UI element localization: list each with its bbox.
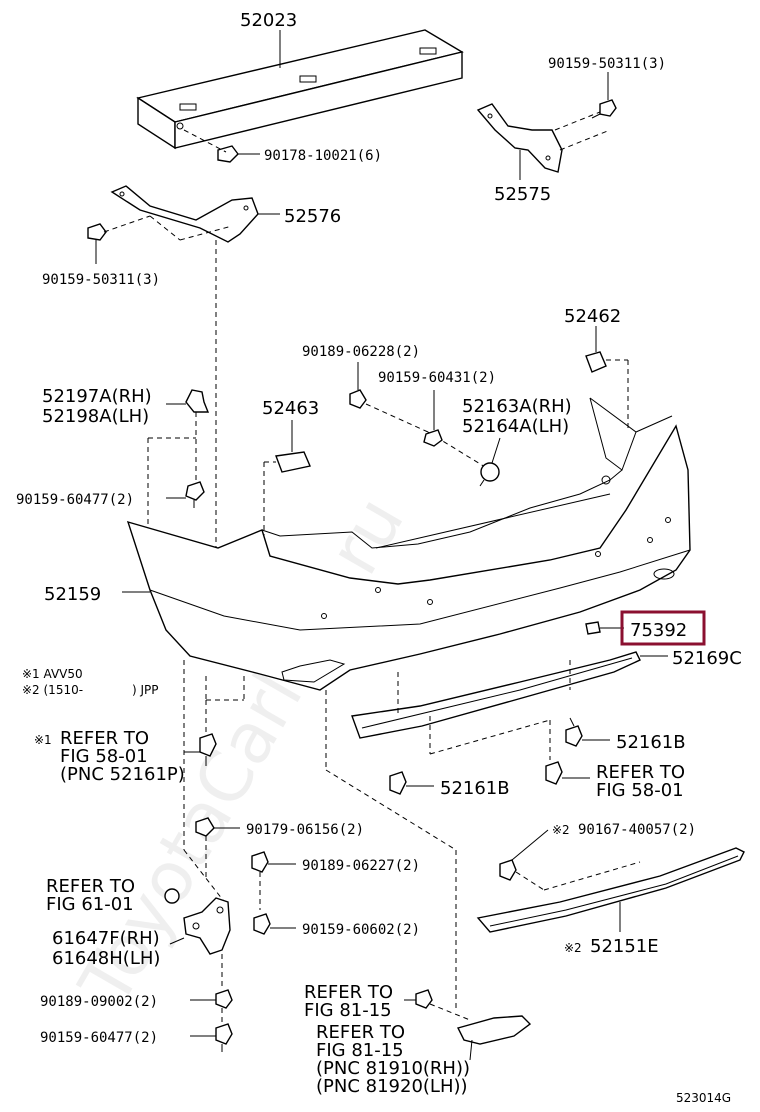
refer-81-15-b-line1: REFER TO	[316, 1022, 405, 1043]
refer-61-01-line2: FIG 61-01	[46, 894, 134, 915]
diagram-code: 523014G	[676, 1091, 731, 1105]
label-52163A: 52163A(RH)	[462, 396, 572, 417]
label-90159-50311-left: 90159-50311(3)	[42, 272, 160, 288]
label-52164A: 52164A(LH)	[462, 416, 569, 437]
clip-90167-40057-icon[interactable]	[499, 859, 517, 881]
clip-refer-58-01-right-icon[interactable]	[545, 761, 563, 785]
nut-90178-icon[interactable]	[217, 145, 239, 163]
label-61647F: 61647F(RH)	[52, 928, 160, 949]
label-52023: 52023	[240, 10, 297, 31]
label-90159-60602: 90159-60602(2)	[302, 922, 420, 938]
refer-81-15-a-line1: REFER TO	[304, 982, 393, 1003]
refer-61-01-line1: REFER TO	[46, 876, 135, 897]
refer-81-15-b-line2: FIG 81-15	[316, 1040, 404, 1061]
clip-52161B-right-icon[interactable]	[565, 717, 583, 747]
bolt-refer-81-15-icon[interactable]	[415, 989, 433, 1009]
note-avv50: ※1 AVV50	[22, 667, 83, 681]
screw-90159-60477-a-icon[interactable]	[185, 481, 205, 508]
label-52151E: 52151E	[590, 936, 659, 957]
label-52169C: 52169C	[672, 648, 742, 669]
clip-90189-06227-icon[interactable]	[251, 851, 269, 873]
label-90179-06156: 90179-06156(2)	[246, 822, 364, 838]
nut-90179-06156-icon[interactable]	[195, 817, 215, 837]
moulding-52169C[interactable]	[351, 651, 641, 739]
garnish-52151E[interactable]	[476, 847, 745, 933]
label-90159-50311-top: 90159-50311(3)	[548, 56, 666, 72]
label-52198A: 52198A(LH)	[42, 406, 149, 427]
clip-52161P-icon[interactable]	[199, 733, 217, 766]
screw-90159-60477-b-icon[interactable]	[215, 1023, 233, 1052]
label-52462: 52462	[564, 306, 621, 327]
label-90159-60477-b: 90159-60477(2)	[40, 1030, 158, 1046]
refer-58-01-left-line2: FIG 58-01	[60, 746, 148, 767]
reflector-81910[interactable]	[456, 1015, 532, 1045]
bracket-52197A-icon[interactable]	[185, 389, 210, 413]
clip-90189-06228-icon[interactable]	[349, 389, 367, 409]
label-90178-10021: 90178-10021(6)	[264, 148, 382, 164]
bolt-90159-50311-left-icon[interactable]	[87, 223, 107, 241]
clip-52161B-mid-icon[interactable]	[389, 771, 407, 795]
label-61648H: 61648H(LH)	[52, 948, 160, 969]
retainer-52163A-icon[interactable]	[479, 462, 500, 487]
label-90159-60477-a: 90159-60477(2)	[16, 492, 134, 508]
screw-90159-60431-icon[interactable]	[423, 429, 443, 447]
label-52159: 52159	[44, 584, 101, 605]
label-52576: 52576	[284, 206, 341, 227]
label-52463: 52463	[262, 398, 319, 419]
bracket-61647F[interactable]	[183, 897, 231, 955]
bumper-cover-52159[interactable]	[126, 397, 691, 691]
refer-58-01-left-line3: (PNC 52161P)	[60, 764, 185, 785]
note-jpp-suffix: ) JPP	[132, 683, 159, 697]
refer-58-01-right-line1: REFER TO	[596, 762, 685, 783]
label-52161B-right: 52161B	[616, 732, 686, 753]
label-90189-06227: 90189-06227(2)	[302, 858, 420, 874]
label-52161B-mid: 52161B	[440, 778, 510, 799]
label-75392: 75392	[630, 620, 687, 641]
label-90189-09002: 90189-09002(2)	[40, 994, 158, 1010]
refer-81-15-b-line3: (PNC 81910(RH))	[316, 1058, 470, 1079]
refer-58-01-left-line1: REFER TO	[60, 728, 149, 749]
reinforcement-beam-52023[interactable]	[136, 29, 464, 150]
bolt-90159-50311-top-icon[interactable]	[591, 99, 617, 119]
highlight-box-75392[interactable]	[620, 610, 706, 646]
note-mark-left: ※1	[34, 733, 52, 747]
note-mark-90167: ※2	[552, 823, 570, 837]
label-90159-60431: 90159-60431(2)	[378, 370, 496, 386]
label-52197A: 52197A(RH)	[42, 386, 152, 407]
note-jpp-prefix: ※2 (1510-	[22, 683, 83, 697]
refer-81-15-a-line2: FIG 81-15	[304, 1000, 392, 1021]
pad-52462-icon[interactable]	[585, 351, 607, 373]
note-mark-52151E: ※2	[564, 941, 582, 955]
refer-81-15-b-line4: (PNC 81920(LH))	[316, 1076, 468, 1097]
label-90167-40057: 90167-40057(2)	[578, 822, 696, 838]
pad-52463-icon[interactable]	[275, 451, 311, 473]
screw-90159-60602-icon[interactable]	[253, 913, 271, 935]
bracket-52575[interactable]	[476, 103, 563, 173]
refer-58-01-right-line2: FIG 58-01	[596, 780, 684, 801]
clip-refer-61-01-icon[interactable]	[164, 888, 180, 904]
label-52575: 52575	[494, 184, 551, 205]
bracket-52576[interactable]	[110, 185, 259, 243]
emblem-75392-icon[interactable]	[585, 621, 601, 635]
clip-90189-09002-icon[interactable]	[215, 989, 233, 1009]
label-90189-06228: 90189-06228(2)	[302, 344, 420, 360]
